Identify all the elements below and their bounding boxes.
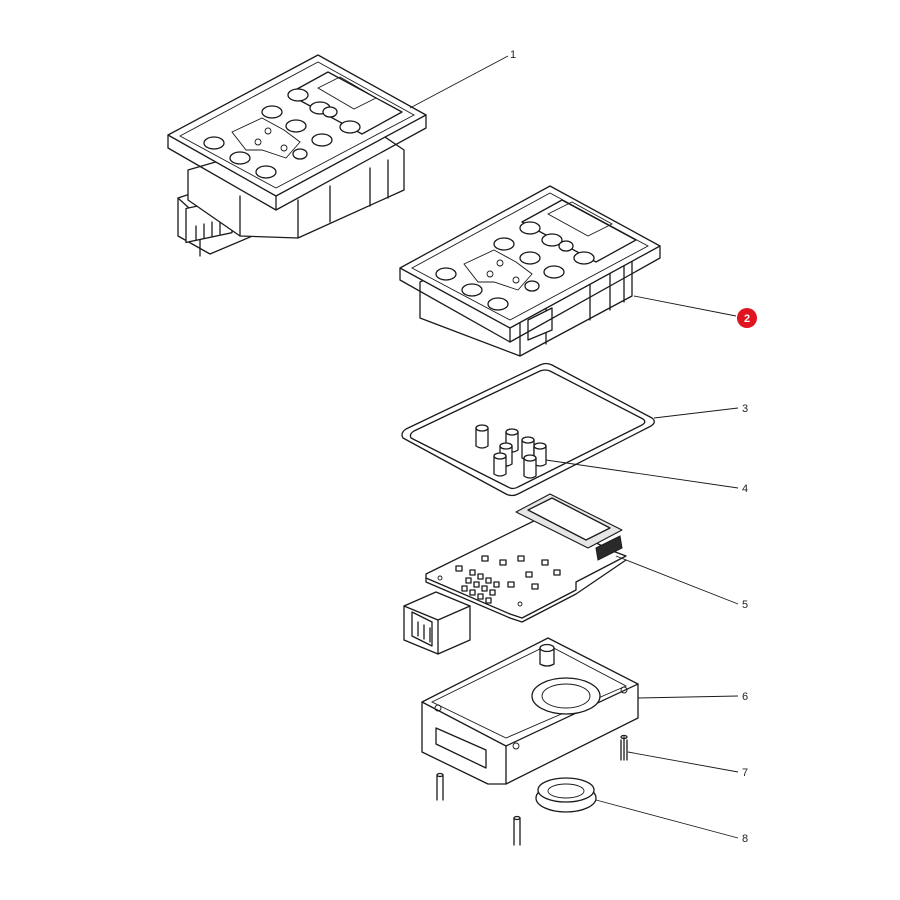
- leader-8: [595, 799, 739, 839]
- part-1-control-panel-assembly[interactable]: [167, 54, 427, 257]
- screw-b: [436, 772, 444, 801]
- callout-2-badge[interactable]: 2: [737, 308, 757, 328]
- part-8-grommet[interactable]: [535, 777, 597, 813]
- callout-4[interactable]: 4: [742, 483, 748, 495]
- screw-a: [620, 734, 628, 761]
- callout-labels: 1 2 3 4 5 6 7 8: [510, 49, 757, 845]
- leader-4: [545, 459, 739, 489]
- callout-2-highlight: [737, 308, 757, 328]
- part-1-buttons: [203, 88, 361, 179]
- part-2-buttons: [435, 221, 595, 311]
- leader-2: [633, 295, 737, 317]
- callout-5[interactable]: 5: [742, 599, 748, 611]
- leader-6: [637, 695, 739, 699]
- board-components: [437, 555, 561, 607]
- callout-2: 2: [744, 313, 750, 325]
- callout-6[interactable]: 6: [742, 691, 748, 703]
- part-7-screws[interactable]: [436, 734, 628, 846]
- leader-3: [653, 407, 739, 419]
- part-4-button-plungers[interactable]: [475, 424, 547, 479]
- leader-lines: [409, 55, 739, 839]
- callout-8[interactable]: 8: [742, 833, 748, 845]
- callout-1[interactable]: 1: [510, 49, 516, 61]
- leader-1: [409, 55, 509, 109]
- part-2-front-bezel[interactable]: [399, 185, 661, 357]
- leader-7: [627, 751, 739, 773]
- part-3-gasket[interactable]: [401, 362, 655, 497]
- part-6-rear-housing[interactable]: [421, 637, 639, 785]
- callout-7[interactable]: 7: [742, 767, 748, 779]
- callout-3[interactable]: 3: [742, 403, 748, 415]
- part-5-circuit-board[interactable]: [403, 493, 627, 655]
- board-connector-pins: [417, 621, 431, 643]
- screw-c: [513, 815, 521, 846]
- leader-5: [615, 555, 739, 605]
